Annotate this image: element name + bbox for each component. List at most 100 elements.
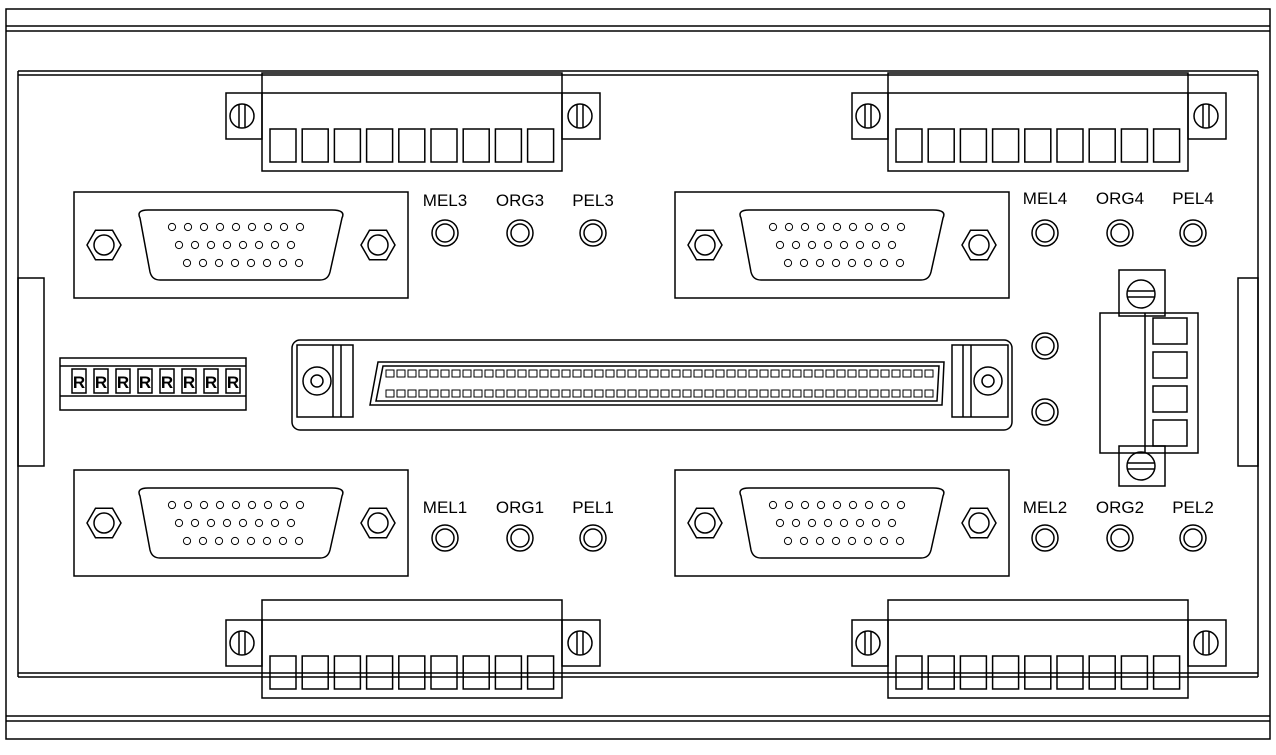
terminal-slot: [959, 128, 988, 163]
scsi-pin: [913, 369, 923, 378]
dsub-pin: [791, 518, 801, 528]
led-label: MEL4: [1023, 189, 1067, 208]
dsub-pin: [174, 240, 184, 250]
dsub-pin: [799, 258, 809, 268]
led-label: PEL4: [1172, 189, 1214, 208]
led-indicator: [506, 219, 534, 247]
scsi-pin: [880, 389, 890, 398]
led-indicators: [431, 219, 1207, 552]
dsub-pin: [880, 500, 890, 510]
dsub-pin: [263, 500, 273, 510]
dsub-pin: [895, 536, 905, 546]
terminal-slot: [927, 655, 955, 690]
led-indicator: [1106, 219, 1134, 247]
terminal-slot: [430, 655, 458, 690]
dsub-pin: [206, 518, 216, 528]
dsub-pin: [800, 500, 810, 510]
dsub-pin: [847, 258, 857, 268]
dsub-pin: [887, 240, 897, 250]
screw-icon: [229, 103, 255, 129]
scsi-pin: [649, 389, 659, 398]
dsub-pin: [831, 536, 841, 546]
scsi-pin: [880, 369, 890, 378]
scsi-pin: [737, 389, 747, 398]
dsub-flange: [73, 191, 409, 299]
dip-switch-glyph: R: [227, 373, 239, 392]
dip-switch-body: [59, 357, 247, 411]
dsub-pin: [206, 240, 216, 250]
scsi-pin: [594, 389, 604, 398]
dip-switch-glyph: R: [95, 373, 107, 392]
scsi-pin: [748, 389, 758, 398]
scsi-pin: [847, 369, 857, 378]
scsi-pin: [803, 369, 813, 378]
screw-icon: [1193, 103, 1219, 129]
led-label: PEL1: [572, 498, 614, 517]
terminal-body: [261, 599, 563, 699]
dsub-pin: [199, 222, 209, 232]
led-indicator: [431, 219, 459, 247]
scsi-pin: [473, 389, 483, 398]
scsi-pin: [825, 389, 835, 398]
screw-icon: [229, 630, 255, 656]
dsub-pin: [254, 518, 264, 528]
terminal-slot: [1024, 128, 1052, 163]
terminal-slot: [269, 655, 297, 690]
dsub-pin: [190, 518, 200, 528]
scsi-pin: [682, 369, 692, 378]
mount-ear-left: [225, 92, 263, 140]
led-label: PEL3: [572, 191, 614, 210]
dsub-pin: [294, 258, 304, 268]
scsi-pin: [528, 389, 538, 398]
dip-switch-toggle: [203, 368, 219, 394]
scsi-pin: [506, 389, 516, 398]
terminal-block: [851, 599, 1227, 699]
scsi-pin: [803, 389, 813, 398]
dip-switch-toggle: [93, 368, 109, 394]
dsub-pin: [286, 240, 296, 250]
dip-switch-glyph: R: [117, 373, 129, 392]
dsub-pin: [839, 240, 849, 250]
dsub-pin: [768, 222, 778, 232]
dip-switch-toggle: [137, 368, 153, 394]
dsub-pin: [847, 536, 857, 546]
dsub-pin: [295, 500, 305, 510]
dsub-shell: [138, 487, 344, 559]
dsub-pin: [279, 500, 289, 510]
dsub-flange: [674, 469, 1010, 577]
scsi-pin: [781, 369, 791, 378]
terminal-slot: [1056, 655, 1084, 690]
scsi-pin: [836, 389, 846, 398]
scsi-pin: [616, 369, 626, 378]
scsi-shell: [369, 361, 945, 406]
scsi-pin: [517, 389, 527, 398]
dsub-pin: [222, 240, 232, 250]
scsi-pin: [484, 369, 494, 378]
scsi-pin: [638, 389, 648, 398]
terminal-slot: [991, 655, 1020, 690]
led-indicator: [579, 219, 607, 247]
scsi-pin: [473, 369, 483, 378]
scsi-pin: [407, 389, 417, 398]
screw-icon: [567, 630, 593, 656]
scsi-connector-body: [291, 339, 1013, 431]
dsub-pin: [784, 222, 794, 232]
scsi-pin: [550, 369, 560, 378]
scsi-pin: [385, 369, 395, 378]
scsi-pin: [385, 389, 395, 398]
dsub-pin: [231, 222, 241, 232]
scsi-pin: [627, 369, 637, 378]
terminal-body: [261, 72, 563, 172]
dsub-pin: [182, 258, 192, 268]
din-rail-frame: [5, 8, 1271, 740]
dsub-connector: [674, 191, 1010, 299]
scsi-pin: [407, 369, 417, 378]
led-label: MEL2: [1023, 498, 1067, 517]
scsi-pin: [682, 389, 692, 398]
screw-icon: [973, 366, 1003, 396]
dsub-pin: [863, 258, 873, 268]
scsi-pin: [638, 369, 648, 378]
terminal-slot: [301, 128, 329, 163]
scsi-pin: [396, 369, 406, 378]
